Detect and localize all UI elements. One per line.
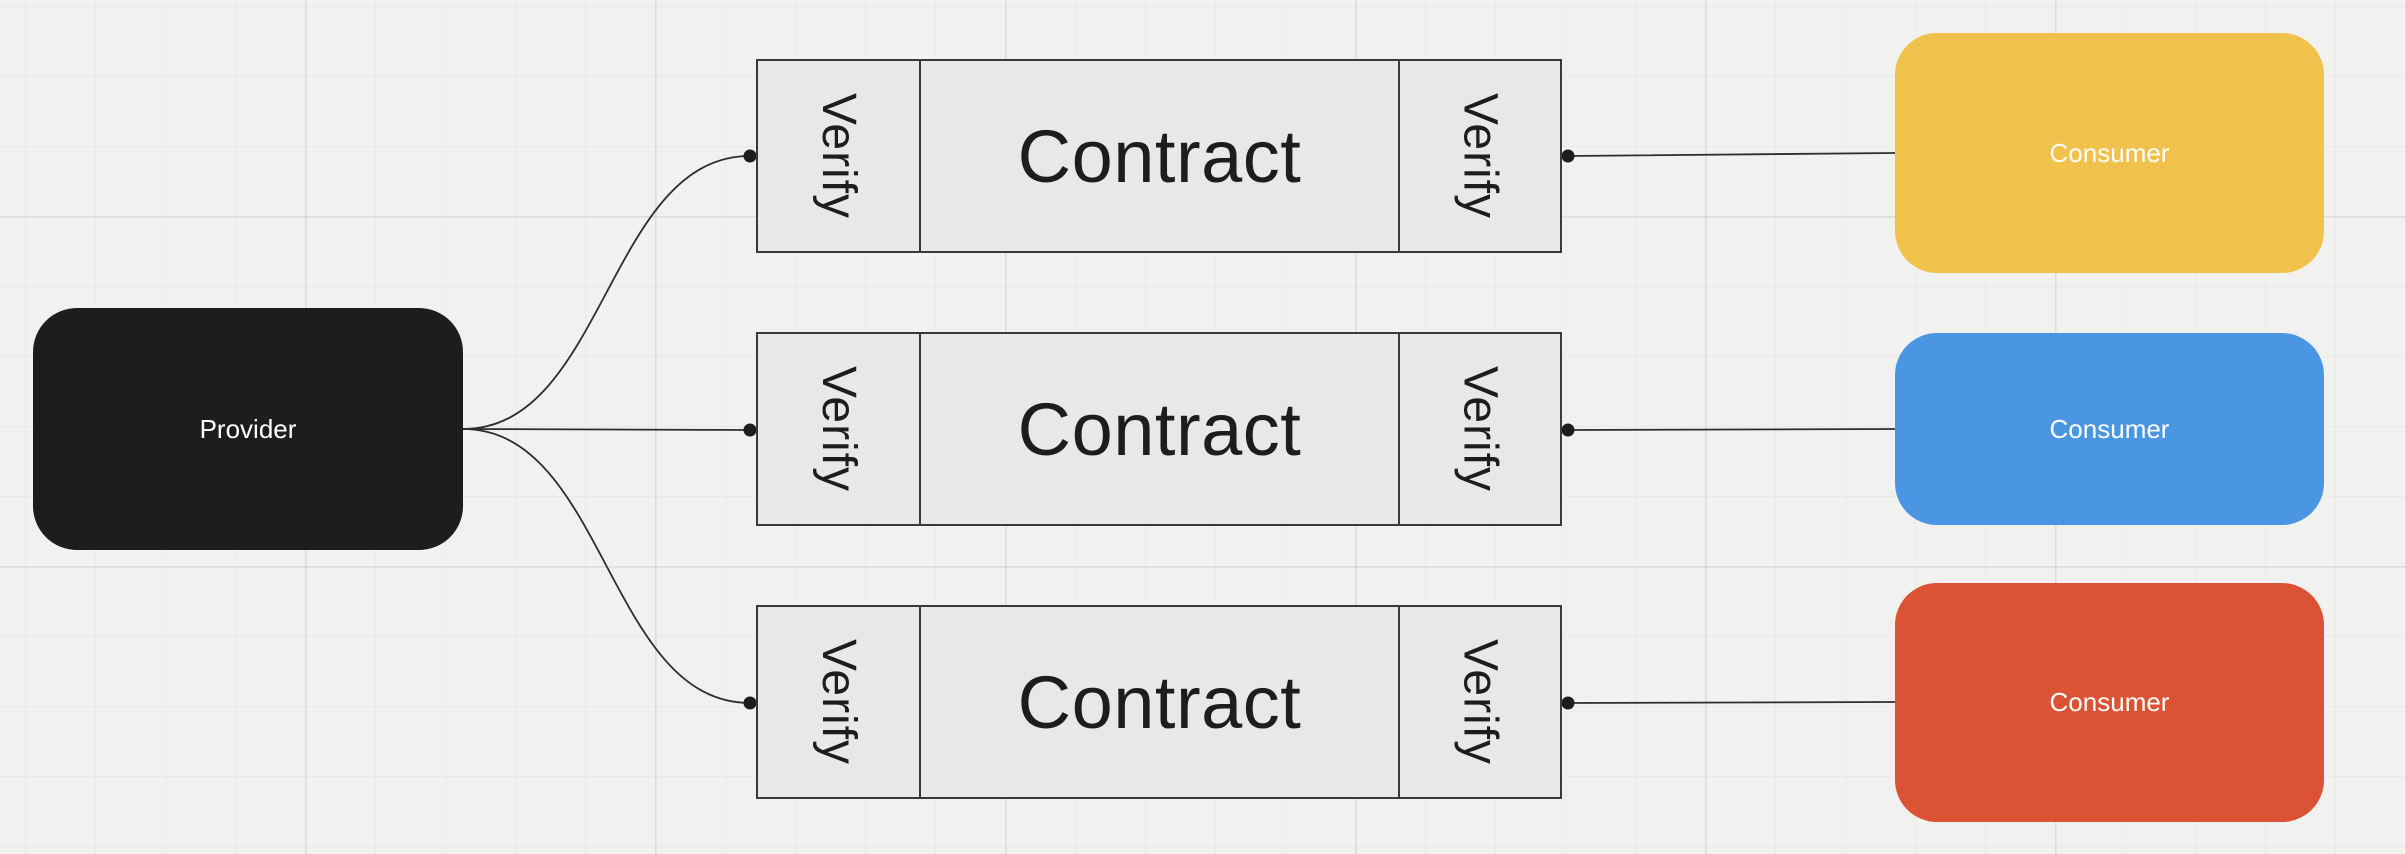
contract-1-verify-left[interactable]: Verify (758, 61, 921, 251)
arrow-endpoint-dot (1561, 696, 1575, 710)
verify-label: Verify (1453, 92, 1507, 220)
verify-label: Verify (812, 638, 865, 766)
consumer-label: Consumer (2049, 137, 2170, 168)
contract-node-3[interactable]: Verify Contract Verify (756, 605, 1562, 799)
contract-2-verify-left[interactable]: Verify (758, 334, 921, 524)
arrow-endpoint-dot (743, 423, 757, 437)
provider-node[interactable]: Provider (33, 308, 463, 550)
contract-3-verify-left[interactable]: Verify (758, 607, 921, 797)
consumer-label: Consumer (2049, 687, 2170, 717)
consumer-label: Consumer (2049, 413, 2170, 444)
arrow-endpoint-dot (1561, 423, 1575, 437)
consumer-node-1[interactable]: Consumer (1895, 33, 2324, 273)
contract-2-verify-right[interactable]: Verify (1398, 334, 1560, 524)
arrow-endpoint-dot (1561, 149, 1575, 163)
contract-1-verify-right[interactable]: Verify (1398, 61, 1560, 251)
provider-label: Provider (199, 413, 297, 444)
contract-label: Contract (1017, 660, 1302, 744)
consumer-node-2[interactable]: Consumer (1895, 333, 2324, 525)
contract-3-verify-right[interactable]: Verify (1398, 607, 1560, 797)
edge-provider-contract-2[interactable] (462, 423, 757, 437)
contract-label: Contract (1017, 114, 1302, 198)
edge-provider-contract-3[interactable] (462, 428, 757, 710)
contract-node-2[interactable]: Verify Contract Verify (756, 332, 1562, 526)
verify-label: Verify (812, 365, 865, 493)
contract-2-body[interactable]: Contract (921, 334, 1398, 524)
consumer-node-3[interactable]: Consumer (1895, 583, 2324, 822)
contract-label: Contract (1017, 387, 1302, 471)
contract-3-body[interactable]: Contract (921, 607, 1398, 797)
arrow-endpoint-dot (743, 149, 757, 163)
edge-contract-3-consumer-3[interactable] (1561, 696, 1896, 710)
verify-label: Verify (1453, 638, 1507, 766)
verify-label: Verify (812, 92, 865, 220)
verify-label: Verify (1453, 365, 1507, 493)
edge-contract-1-consumer-1[interactable] (1561, 149, 1896, 163)
contract-node-1[interactable]: Verify Contract Verify (756, 59, 1562, 253)
edge-provider-contract-1[interactable] (462, 149, 757, 430)
edge-contract-2-consumer-2[interactable] (1561, 423, 1896, 437)
contract-1-body[interactable]: Contract (921, 61, 1398, 251)
arrow-endpoint-dot (743, 696, 757, 710)
